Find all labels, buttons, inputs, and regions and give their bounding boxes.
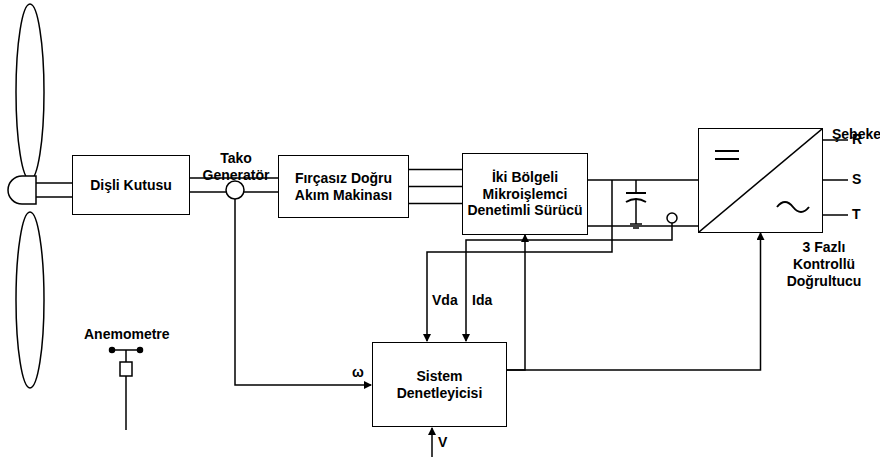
phase-label: R [852,131,862,148]
current-sense [466,223,672,341]
component-label: Tako Generatör [200,150,272,184]
connector [409,170,462,204]
connector [507,235,525,370]
signal-name: ω [352,364,364,381]
component-label: Anemometre [84,326,170,343]
bldc-machine-box: Fırçasız Doğru Akım Makinası [278,155,409,218]
blade [16,212,44,388]
connector-line [409,186,462,188]
box-label: 3 Fazlı Kontrollü Doğrultucu [774,239,874,289]
connector-line [588,225,698,227]
connector-line [409,169,462,171]
controller-box: Sistem Denetleyicisi [372,342,507,427]
connector-line [409,203,462,205]
connector-line [588,179,698,181]
connector [507,233,761,370]
signal-name: Vda [432,292,458,309]
box-label: İki Bölgeli Mikroişlemci Denetimli Sürüc… [463,167,587,221]
blade [16,4,44,180]
current-sensor [667,213,677,223]
converter-symbol [699,129,822,232]
signal-name: V [438,434,447,451]
connector-line [507,233,761,370]
hub [8,176,36,204]
box-label: Fırçasız Doğru Akım Makinası [279,168,408,206]
box-label: Dişli Kutusu [86,175,176,196]
signal-name: Ida [472,292,492,309]
phase-label: S [852,171,861,188]
converter-box: 3 Fazlı Kontrollü Doğrultucu [698,128,823,233]
connector-line [507,235,525,370]
speed-signal [235,199,371,385]
box-label: Sistem Denetleyicisi [373,366,506,404]
driver-box: İki Bölgeli Mikroişlemci Denetimli Sürüc… [462,153,588,235]
phase-label: T [852,206,861,223]
gearbox-box: Dişli Kutusu [72,155,190,215]
connector [588,180,698,226]
